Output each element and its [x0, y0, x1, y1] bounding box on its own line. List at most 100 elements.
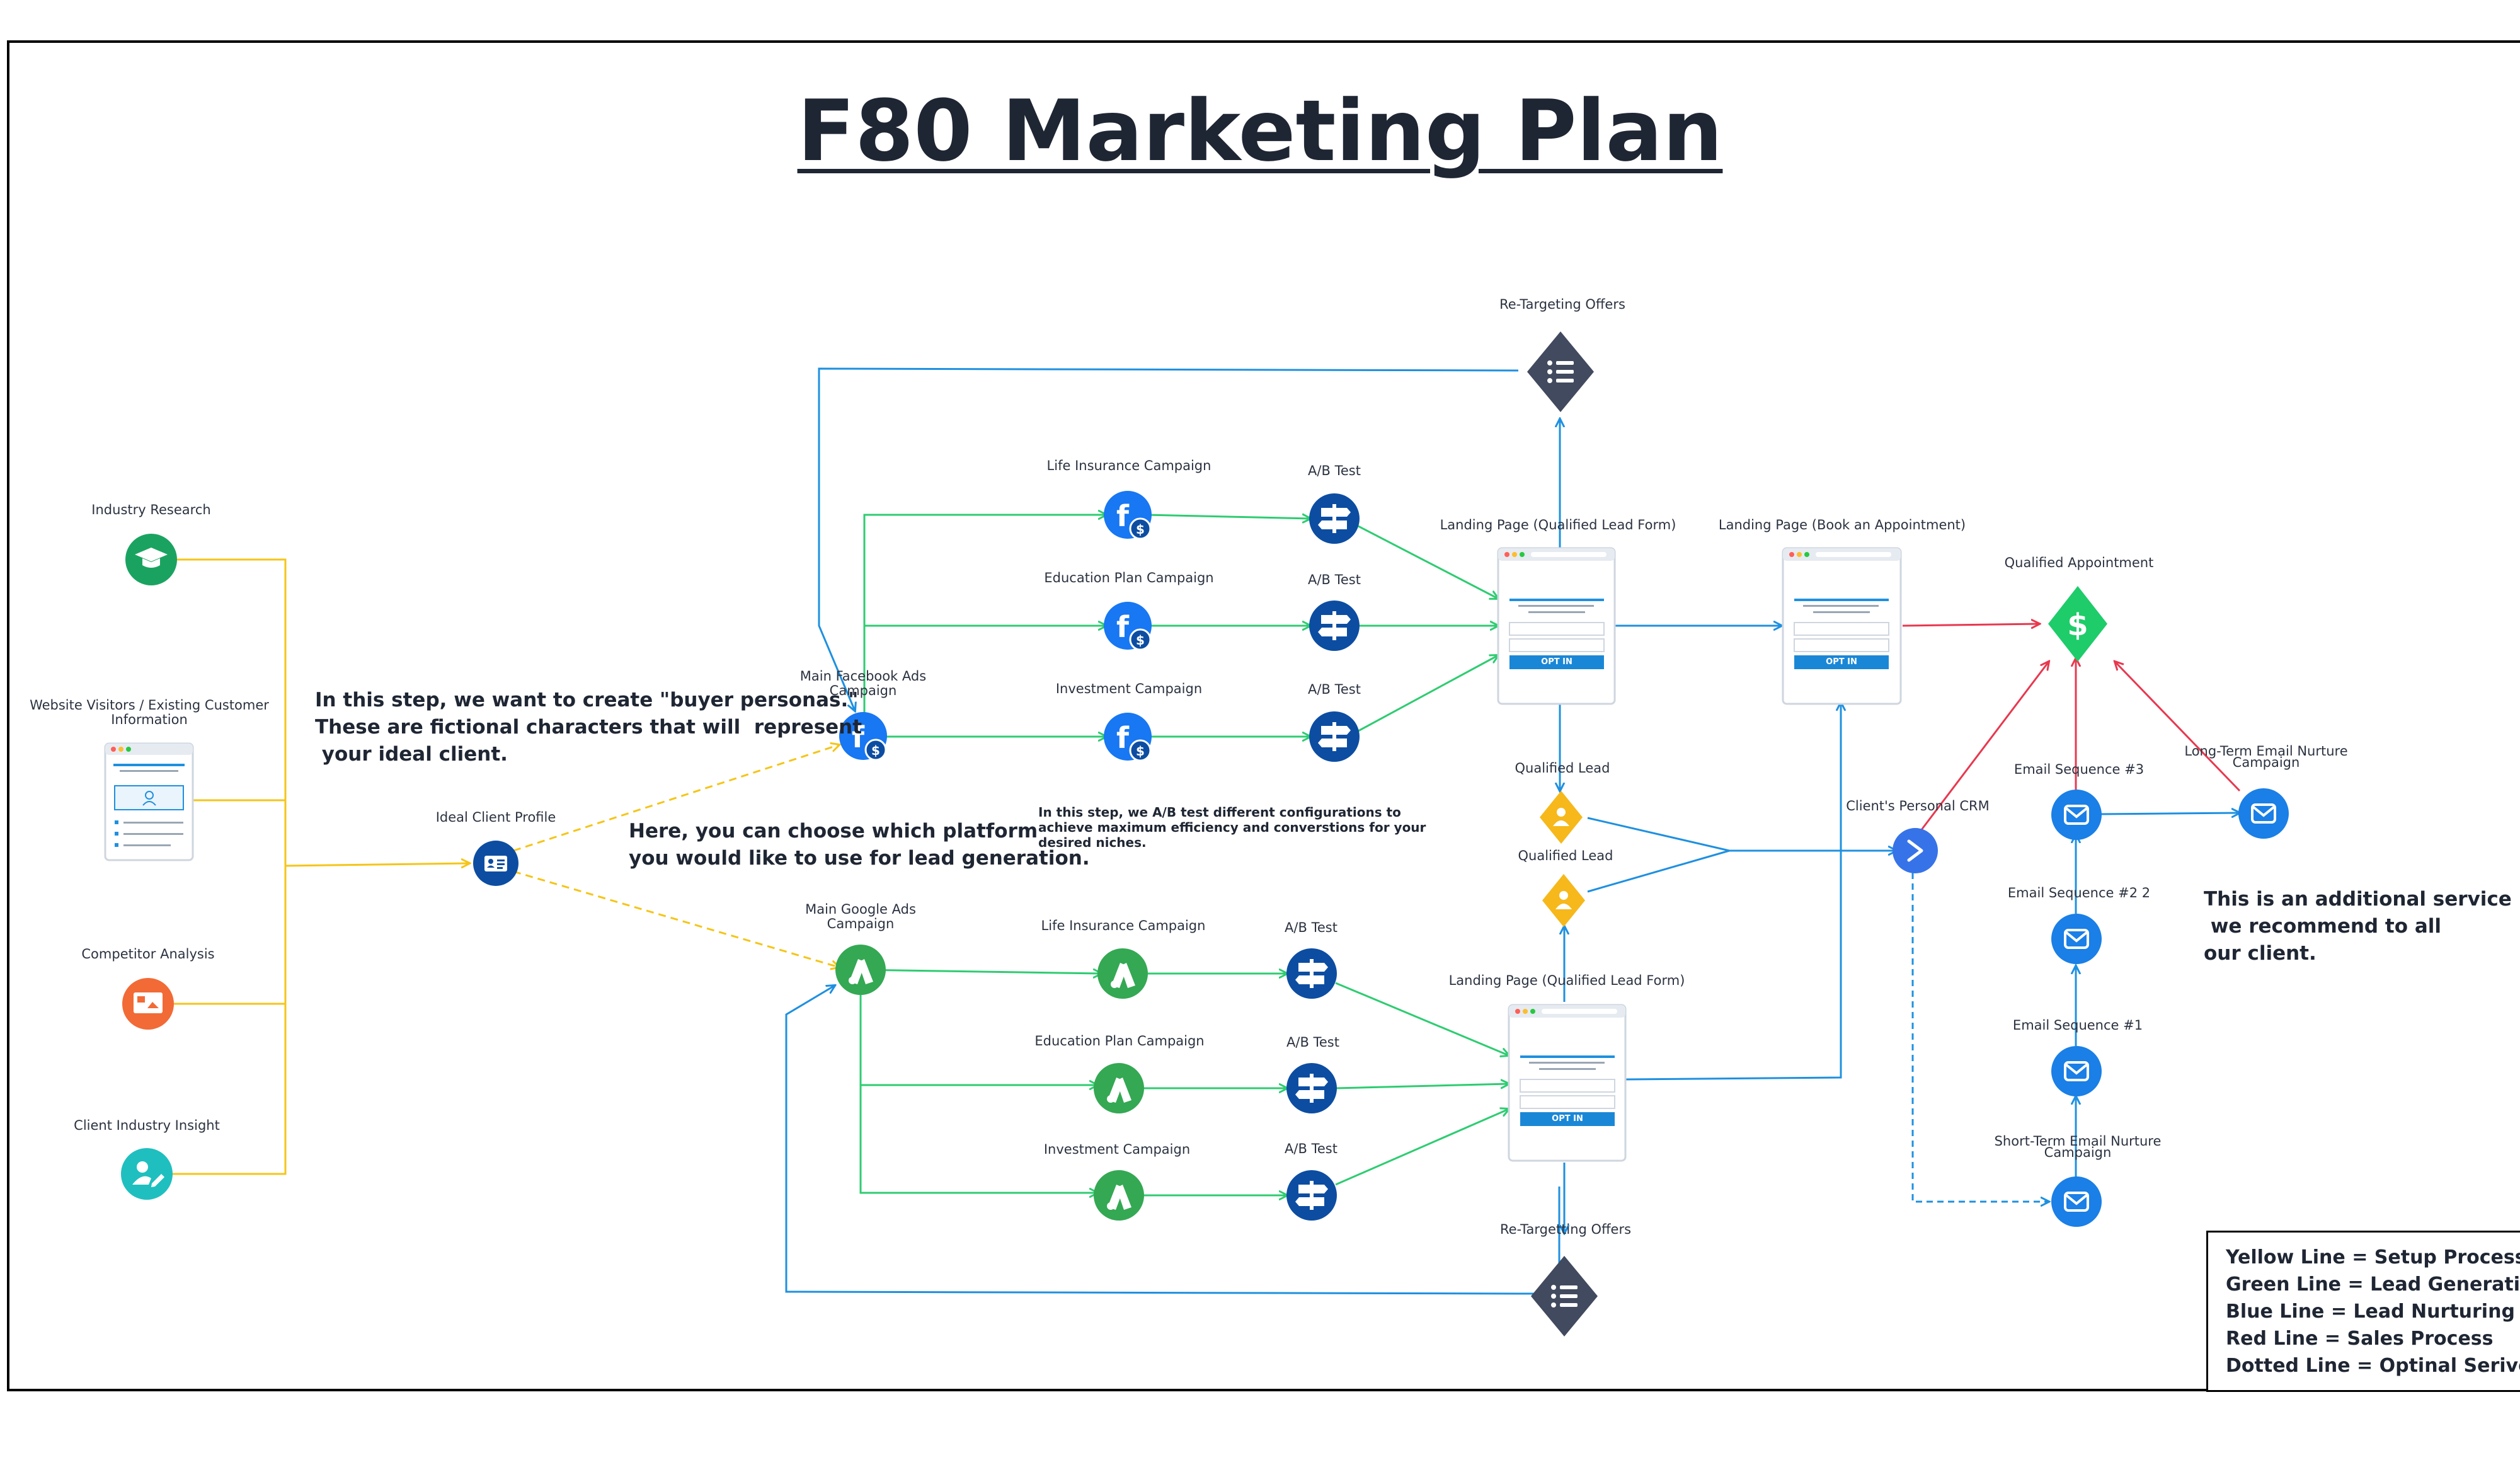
ideal-client-profile-label: Ideal Client Profile — [435, 810, 556, 825]
google-landing-page-node[interactable] — [1508, 1004, 1627, 1162]
google-ab-test-1[interactable] — [1286, 948, 1337, 999]
google-ads-icon — [849, 959, 873, 984]
facebook-ab-test-3-label: A/B Test — [1308, 682, 1361, 697]
retargeting-offers-bottom-node[interactable] — [1531, 1256, 1598, 1336]
list-icon — [1547, 360, 1574, 383]
optin-button-google[interactable]: OPT IN — [1552, 1114, 1583, 1124]
website-visitors-label: Website Visitors / Existing Customer Inf… — [30, 698, 269, 727]
dollar-icon: $ — [1136, 744, 1145, 759]
google-main-campaign-node[interactable] — [835, 945, 886, 995]
facebook-campaign-investment[interactable]: f $ — [1104, 713, 1152, 762]
personas-note: In this step, we want to create "buyer p… — [315, 689, 862, 766]
facebook-ab-test-3[interactable] — [1309, 711, 1360, 762]
facebook-main-campaign-node[interactable]: f $ — [839, 712, 887, 761]
google-ab-test-2[interactable] — [1286, 1063, 1337, 1113]
envelope-icon — [2064, 1192, 2089, 1212]
id-card-icon — [484, 856, 507, 871]
user-icon — [142, 791, 156, 806]
facebook-icon: f — [1116, 499, 1130, 533]
competitor-analysis-node[interactable] — [122, 978, 174, 1030]
email-sequence-1-node[interactable] — [2051, 1046, 2102, 1096]
competitor-analysis-label: Competitor Analysis — [81, 946, 215, 962]
qualified-lead-bottom-node[interactable] — [1542, 874, 1585, 927]
google-ab-test-3-label: A/B Test — [1285, 1141, 1337, 1156]
facebook-landing-page-node[interactable] — [1497, 547, 1616, 705]
signpost-icon — [1295, 1181, 1328, 1210]
page-title: F80 Marketing Plan — [797, 82, 1723, 180]
sales-lines — [1902, 624, 2241, 839]
long-term-nurture-node[interactable] — [2238, 788, 2289, 839]
legend: Yellow Line = Setup Process Green Line =… — [2206, 1231, 2520, 1392]
facebook-main-label: Main Facebook Ads Campaign — [799, 669, 927, 698]
google-ab-test-1-label: A/B Test — [1285, 920, 1337, 935]
dollar-icon: $ — [2067, 607, 2088, 643]
google-campaign-education-plan[interactable] — [1094, 1063, 1144, 1113]
facebook-icon: f — [1116, 610, 1130, 644]
ab-test-note: In this step, we A/B test different conf… — [1038, 805, 1426, 850]
facebook-ab-test-2-label: A/B Test — [1308, 572, 1361, 587]
envelope-icon — [2064, 1061, 2089, 1081]
optin-button-facebook[interactable]: OPT IN — [1541, 657, 1572, 667]
legend-yellow: Yellow Line = Setup Process — [2226, 1246, 2520, 1268]
retargeting-bottom-label: Re-Targetting Offers — [1499, 1222, 1632, 1237]
crm-label: Client's Personal CRM — [1846, 798, 1990, 813]
envelope-icon — [2251, 803, 2276, 824]
google-ab-test-3[interactable] — [1286, 1170, 1337, 1221]
signpost-icon — [1318, 722, 1351, 751]
facebook-campaign-education-label: Education Plan Campaign — [1044, 570, 1214, 585]
email-seq-3-label: Email Sequence #3 — [2013, 762, 2145, 777]
ideal-client-profile-node[interactable] — [473, 841, 518, 886]
qualified-appointment-label: Qualified Appointment — [2004, 555, 2154, 570]
qualified-appointment-node[interactable]: $ — [2048, 586, 2107, 662]
facebook-campaign-investment-label: Investment Campaign — [1055, 681, 1203, 696]
google-ads-icon — [1107, 1078, 1131, 1103]
additional-service-note: This is an additional service we recomme… — [2204, 888, 2512, 965]
short-term-nurture-node[interactable] — [2051, 1176, 2102, 1227]
google-campaign-education-label: Education Plan Campaign — [1034, 1033, 1205, 1049]
retargeting-offers-top-node[interactable] — [1527, 331, 1594, 412]
google-campaign-investment[interactable] — [1094, 1170, 1144, 1221]
industry-research-node[interactable] — [125, 534, 177, 585]
google-campaign-life-insurance[interactable] — [1097, 948, 1148, 999]
book-appointment-landing-page-node[interactable] — [1782, 547, 1902, 705]
person-icon — [1555, 891, 1572, 909]
facebook-campaign-life-label: Life Insurance Campaign — [1046, 458, 1211, 473]
optin-button-book[interactable]: OPT IN — [1826, 657, 1857, 667]
setup-lines — [147, 558, 839, 1175]
google-campaign-life-label: Life Insurance Campaign — [1041, 918, 1206, 933]
google-ads-icon — [1111, 963, 1135, 988]
website-visitors-node[interactable] — [104, 742, 194, 861]
signpost-icon — [1295, 1074, 1328, 1103]
facebook-campaign-life-insurance[interactable]: f $ — [1104, 491, 1152, 540]
email-sequence-2-node[interactable] — [2051, 914, 2102, 964]
qualified-lead-bottom-label: Qualified Lead — [1518, 848, 1613, 863]
email-seq-1-label: Email Sequence #1 — [2012, 1018, 2143, 1033]
signpost-icon — [1318, 504, 1351, 533]
qualified-lead-top-label: Qualified Lead — [1515, 761, 1610, 776]
lead-nurturing-lines — [785, 367, 2240, 1295]
user-edit-icon — [132, 1161, 164, 1187]
facebook-ab-test-2[interactable] — [1309, 601, 1360, 651]
legend-green: Green Line = Lead Generation — [2226, 1273, 2520, 1296]
google-campaign-investment-label: Investment Campaign — [1043, 1142, 1191, 1157]
email-sequence-3-node[interactable] — [2051, 790, 2102, 840]
platform-note: Here, you can choose which platform you … — [629, 820, 1090, 870]
legend-blue: Blue Line = Lead Nurturing — [2226, 1301, 2515, 1323]
retargeting-top-label: Re-Targeting Offers — [1499, 297, 1625, 312]
long-term-nurture-label: Long-Term Email Nurture Campaign — [2184, 744, 2348, 770]
qualified-lead-top-node[interactable] — [1540, 791, 1583, 844]
facebook-ab-test-1-label: A/B Test — [1308, 463, 1361, 478]
book-appointment-label: Landing Page (Book an Appointment) — [1718, 517, 1966, 532]
facebook-icon: f — [852, 720, 865, 754]
client-industry-insight-label: Client Industry Insight — [74, 1118, 220, 1133]
dollar-icon: $ — [871, 743, 880, 758]
google-ads-icon — [1107, 1185, 1131, 1210]
facebook-ab-test-1[interactable] — [1309, 493, 1360, 544]
short-term-nurture-label: Short-Term Email Nurture Campaign — [1994, 1134, 2162, 1160]
client-crm-node[interactable] — [1893, 828, 1938, 873]
facebook-campaign-education-plan[interactable]: f $ — [1104, 602, 1152, 651]
legend-dotted: Dotted Line = Optinal Serivce — [2226, 1355, 2520, 1377]
client-industry-insight-node[interactable] — [121, 1148, 173, 1200]
facebook-landing-page-label: Landing Page (Qualified Lead Form) — [1440, 517, 1676, 532]
